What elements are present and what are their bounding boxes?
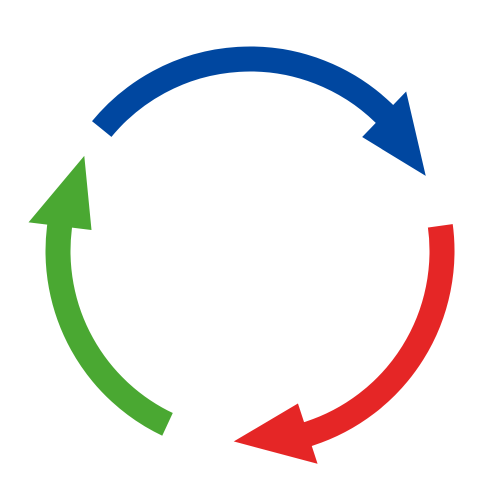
- green-arrow: [22, 148, 177, 440]
- red-arrow: [226, 220, 458, 469]
- blue-arrow: [87, 43, 431, 183]
